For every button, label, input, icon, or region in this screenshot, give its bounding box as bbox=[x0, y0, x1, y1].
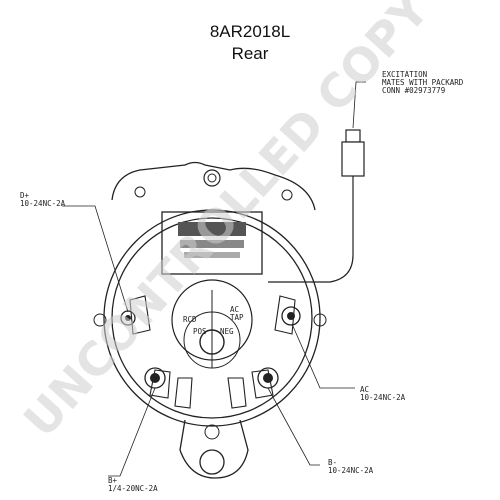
excitation-connector bbox=[268, 129, 365, 283]
b-minus-label: B- bbox=[328, 458, 337, 467]
housing bbox=[103, 161, 321, 479]
rear-hub bbox=[171, 279, 253, 369]
cooling-vents bbox=[129, 295, 296, 409]
drawing-subtitle: Rear bbox=[231, 44, 269, 63]
drawing-title: 8AR2018L bbox=[209, 22, 291, 41]
hub-label-tap: TAP bbox=[230, 313, 244, 322]
d-plus-spec: 10-24NC-2A bbox=[20, 199, 66, 208]
excitation-conn-label: CONN #02973779 bbox=[382, 86, 445, 95]
regulator bbox=[161, 211, 263, 275]
bottom-bolt bbox=[204, 424, 220, 440]
ac-spec: 10-24NC-2A bbox=[360, 393, 406, 402]
uncontrolled-copy-watermark: UNCONTROLLED COPY bbox=[13, 0, 440, 447]
side-bolt-left bbox=[93, 313, 107, 327]
ear-hole-left bbox=[134, 186, 146, 198]
excitation-label: EXCITATION bbox=[382, 70, 427, 79]
d-plus-label: D+ bbox=[20, 191, 30, 200]
leader-lines bbox=[62, 81, 366, 477]
hub-label-pos: POS bbox=[193, 327, 207, 336]
top-bolt bbox=[203, 169, 221, 187]
side-bolt-right bbox=[313, 313, 327, 327]
excitation-mates-label: MATES WITH PACKARD bbox=[382, 78, 464, 87]
b-plus-label: B+ bbox=[108, 476, 118, 485]
hub-label-reg: RCD bbox=[183, 315, 197, 324]
terminal-ac bbox=[281, 306, 301, 326]
pivot-hole bbox=[199, 449, 225, 475]
hub-label-ac: AC bbox=[230, 305, 239, 314]
hub-label-neg: NEG bbox=[220, 327, 234, 336]
ac-label: AC bbox=[360, 385, 369, 394]
ear-hole-right bbox=[281, 189, 293, 201]
b-minus-spec: 10-24NC-2A bbox=[328, 466, 374, 475]
b-plus-spec: 1/4-20NC-2A bbox=[108, 484, 158, 493]
